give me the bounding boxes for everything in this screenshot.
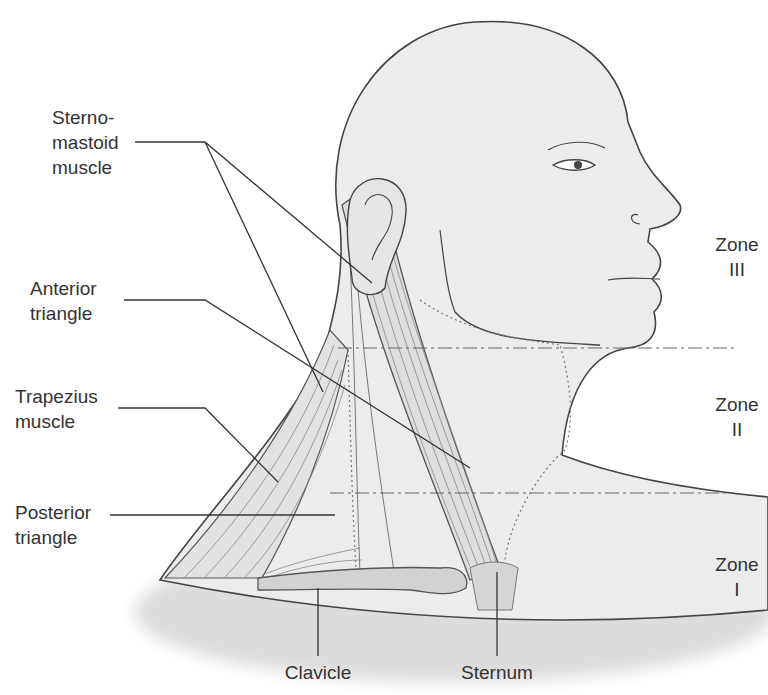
- zone-label: Zone III: [715, 232, 758, 282]
- trapezius-muscle: [165, 330, 348, 578]
- leader-line: [317, 588, 318, 656]
- anatomy-label: Posterior triangle: [15, 500, 91, 550]
- clavicle-bone: [258, 567, 467, 593]
- leader-line: [118, 408, 278, 482]
- bone-label: Clavicle: [285, 660, 352, 685]
- ear-inner: [365, 195, 392, 260]
- zone-divider: [330, 492, 735, 493]
- leader-line: [496, 572, 497, 656]
- jaw-back: [440, 230, 455, 312]
- pupil: [574, 161, 582, 169]
- anatomy-label: Trapezius muscle: [15, 384, 98, 434]
- leader-line: [110, 514, 335, 515]
- bone-label: Sternum: [461, 660, 533, 685]
- anatomy-label: Sterno- mastoid muscle: [52, 105, 119, 180]
- clavicular-head: [350, 260, 395, 578]
- trapezius-striations: [185, 345, 345, 577]
- mouth: [608, 278, 660, 280]
- leader-line: [124, 300, 470, 468]
- head-outline: [160, 21, 768, 620]
- leader-line: [135, 142, 372, 392]
- ear: [347, 179, 406, 295]
- posterior-triangle-boundary: [348, 350, 356, 570]
- zone-label: Zone I: [715, 552, 758, 602]
- anterior-triangle-boundary: [420, 300, 570, 560]
- zone-label: Zone II: [715, 392, 758, 442]
- zone-divider: [338, 347, 735, 348]
- sternum-bone: [470, 562, 518, 610]
- nostril: [632, 214, 641, 224]
- brow: [548, 142, 605, 150]
- anatomy-label: Anterior triangle: [30, 276, 97, 326]
- eye: [553, 160, 595, 171]
